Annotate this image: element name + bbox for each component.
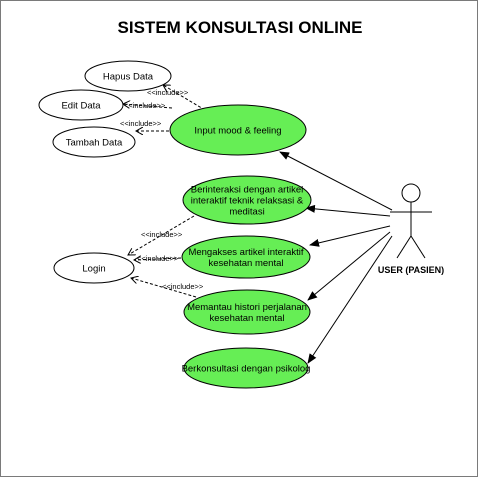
svg-text:Berkonsultasi dengan psikolog: Berkonsultasi dengan psikolog (182, 364, 311, 375)
include-label-tambah: <<include>> (120, 119, 162, 128)
svg-text:Tambah Data: Tambah Data (66, 138, 123, 149)
usecase-label-login-line-1: Login (82, 264, 105, 275)
usecase-label-artikel_relaksasi-line-1: Berinteraksi dengan artikel (191, 185, 303, 196)
usecase-label-artikel_kesehatan-line-1: Mengakses artikel interaktif (188, 247, 303, 258)
svg-text:Input mood & feeling: Input mood & feeling (194, 126, 281, 137)
usecase-label-histori-line-2: kesehatan mental (210, 313, 285, 324)
include-edit (123, 104, 173, 108)
include-label-login-2: <<include>> (137, 254, 179, 263)
svg-text:Hapus Data: Hapus Data (103, 72, 154, 83)
include-label-hapus: <<include>> (147, 88, 189, 97)
include-label-login-3: <<include>> (162, 282, 204, 291)
usecase-label-histori-line-1: Memantau histori perjalanan (187, 302, 307, 313)
usecase-label-konsultasi-line-1: Berkonsultasi dengan psikolog (182, 364, 311, 375)
usecase-tambah-data[interactable]: Tambah Data (52, 126, 136, 158)
include-label-login-1: <<include>> (141, 230, 183, 239)
usecase-label-edit-line-1: Edit Data (61, 101, 101, 112)
usecase-konsultasi[interactable]: Berkonsultasi dengan psikolog (182, 347, 311, 389)
svg-text:Login: Login (82, 264, 105, 275)
actor-right-leg (410, 235, 426, 259)
include-login-1 (128, 215, 195, 255)
assoc-artikel-kesehatan (309, 225, 391, 247)
include-label-edit: <<include>> (124, 101, 166, 110)
include-login-2 (134, 258, 182, 260)
assoc-artikel-relaksasi (305, 204, 391, 217)
assoc-histori (307, 231, 391, 301)
actor-head (401, 183, 421, 203)
usecase-label-artikel_kesehatan-line-2: kesehatan mental (209, 258, 284, 269)
usecase-label-tambah-line-1: Tambah Data (66, 138, 123, 149)
usecase-edit-data[interactable]: Edit Data (38, 89, 124, 121)
usecase-hapus-data[interactable]: Hapus Data (84, 60, 172, 92)
include-login-3 (131, 278, 197, 298)
actor-left-leg (396, 235, 412, 259)
usecase-login[interactable]: Login (53, 252, 135, 284)
assoc-konsultasi (307, 235, 393, 364)
actor-label: USER (PASIEN) (378, 265, 444, 275)
usecase-label-hapus-line-1: Hapus Data (103, 72, 154, 83)
usecase-label-artikel_relaksasi-line-2: interaktif teknik relaksasi & (191, 196, 304, 207)
usecase-input-mood[interactable]: Input mood & feeling (169, 104, 307, 156)
svg-text:Edit Data: Edit Data (61, 101, 101, 112)
assoc-mood (279, 151, 393, 211)
usecase-label-artikel_relaksasi-line-3: meditasi (229, 207, 264, 218)
diagram-title: SISTEM KONSULTASI ONLINE (118, 18, 363, 37)
include-hapus (163, 85, 206, 111)
usecase-label-mood-line-1: Input mood & feeling (194, 126, 281, 137)
stick-figure-icon[interactable] (390, 183, 432, 259)
